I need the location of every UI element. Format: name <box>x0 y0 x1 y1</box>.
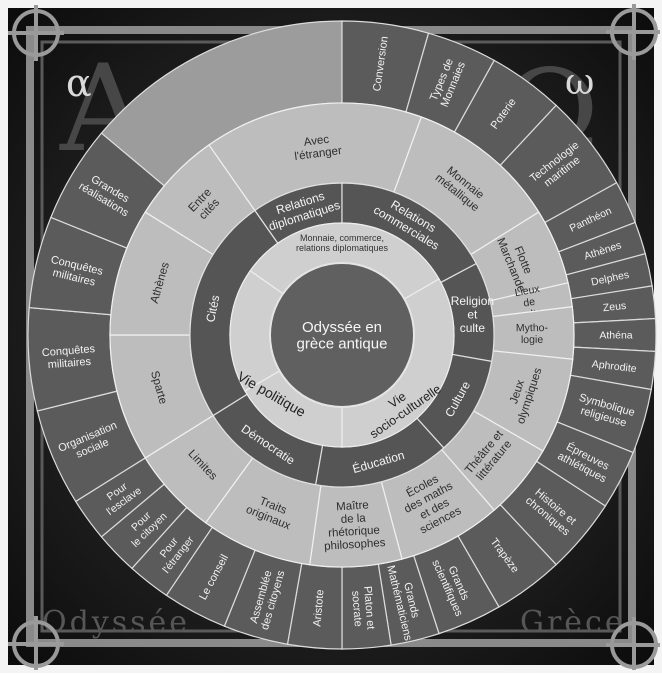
second-ring-top-label: Monnaie, commerce,relations diplomatique… <box>296 233 389 253</box>
decor-alpha: α <box>66 61 92 105</box>
center-circle <box>269 262 415 408</box>
corner-ornament-bottom-left <box>8 616 64 670</box>
corner-ornament-top-left <box>8 5 64 61</box>
outer-ring-label: Platon etsocrate <box>349 586 377 631</box>
outer-ring-label: Symboliquereligieuse <box>574 392 636 431</box>
outer-ring-label: Zeus <box>602 300 626 314</box>
decor-bottom-left: Odyssée <box>42 605 190 640</box>
outer-ring-label: Aphrodite <box>591 358 637 375</box>
corner-ornament-bottom-right <box>606 617 660 670</box>
outer-ring-label: Aristote <box>311 589 326 627</box>
fourth-ring-label: Maîtrede larhétoriquephilosophes <box>321 499 386 553</box>
decor-omega: ω <box>565 62 594 103</box>
third-ring-label: Cités <box>203 294 222 324</box>
decor-bottom-right: Grèce <box>520 605 626 640</box>
fourth-ring-label: Mytho-logie <box>516 322 549 346</box>
outer-ring-label: Conquêtesmilitaires <box>41 343 96 371</box>
outer-ring-label: Athéna <box>599 330 632 342</box>
corner-ornament-top-right <box>606 4 660 60</box>
